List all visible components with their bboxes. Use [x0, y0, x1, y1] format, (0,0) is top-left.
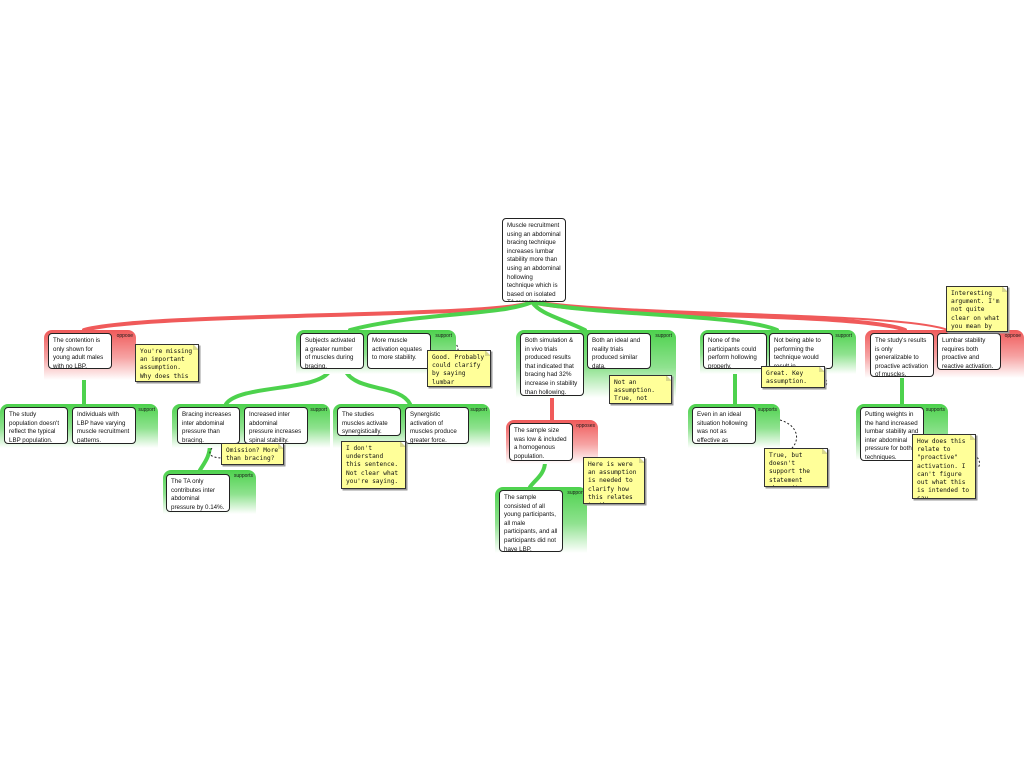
- link-subjects-to-studies: [343, 368, 412, 406]
- group-label-supports: supports: [233, 473, 253, 479]
- objection-sample-size-box[interactable]: The sample size was low & included a hom…: [509, 423, 573, 461]
- group-label-support: support: [470, 407, 487, 413]
- comment-omission-note[interactable]: Omission? More than bracing?: [221, 443, 284, 465]
- link-root-to-subjects: [348, 300, 534, 332]
- group-label-support: support: [655, 333, 672, 339]
- note-link-how: [921, 436, 981, 469]
- group-label-support: support: [835, 333, 852, 339]
- link-subjects-to-bracing: [224, 368, 332, 406]
- link-sample-to-consisted: [528, 460, 547, 489]
- group-label-opposes: opposes: [576, 423, 595, 429]
- reason-studies-muscles-box[interactable]: The studies muscles activate synergistic…: [337, 407, 401, 436]
- reason-subjects-activated-box[interactable]: Subjects activated a greater number of m…: [300, 333, 364, 369]
- objection-results-generalizable-box[interactable]: The study's results is only generalizabl…: [870, 333, 934, 377]
- group-label-supports: supports: [925, 407, 945, 413]
- group-label-support: support: [567, 490, 584, 496]
- reason-more-muscle-box[interactable]: More muscle activation equates to more s…: [367, 333, 431, 369]
- reason-even-ideal-box[interactable]: Even in an ideal situation hollowing was…: [692, 407, 756, 444]
- link-root-to-contention: [82, 300, 534, 332]
- reason-simulation-box[interactable]: Both simulation & in vivo trials produce…: [520, 333, 584, 396]
- objection-lumbar-requires-box[interactable]: Lumbar stability requires both proactive…: [937, 333, 1001, 370]
- reason-not-able-box[interactable]: Not being able to performing the techniq…: [769, 333, 833, 369]
- reason-sample-consisted-box[interactable]: The sample consisted of all young partic…: [499, 490, 563, 552]
- reason-none-participants-box[interactable]: None of the participants could perform h…: [703, 333, 767, 369]
- reason-increased-inter-box[interactable]: Increased inter abdominal pressure incre…: [244, 407, 308, 444]
- group-label-support: support: [138, 407, 155, 413]
- link-root-to-none: [530, 300, 779, 332]
- comment-here-is-note[interactable]: Here is were an assumption is needed to …: [583, 457, 645, 504]
- comment-great-key-note[interactable]: Great. Key assumption.: [761, 366, 825, 388]
- reason-synergistic-box[interactable]: Synergistic activation of muscles produc…: [405, 407, 469, 444]
- comment-how-does-note[interactable]: How does this relate to "proactive" acti…: [912, 434, 976, 499]
- comment-interesting-note[interactable]: Interesting argument. I'm not quite clea…: [946, 286, 1008, 332]
- group-label-support: support: [435, 333, 452, 339]
- link-root-to-interesting: [539, 301, 949, 331]
- objection-contention-box[interactable]: The contention is only shown for young a…: [48, 333, 112, 369]
- note-link-true: [779, 419, 798, 451]
- group-label-oppose: oppose: [116, 333, 133, 339]
- reason-ta-only-box[interactable]: The TA only contributes inter abdominal …: [166, 474, 230, 512]
- group-label-support: support: [310, 407, 327, 413]
- comment-dont-understand-note[interactable]: I don't understand this sentence. Not cl…: [341, 441, 406, 489]
- comment-good-probably-note[interactable]: Good. Probably could clarify by saying l…: [427, 350, 491, 387]
- reason-study-population-box[interactable]: The study population doesn't reflect the…: [4, 407, 68, 444]
- reason-ideal-reality-box[interactable]: Both an ideal and reality trials produce…: [587, 333, 651, 369]
- comment-true-but-note[interactable]: True, but doesn't support the statement …: [764, 448, 828, 487]
- comment-not-assumption-note[interactable]: Not an assumption. True, not really need…: [609, 375, 672, 404]
- group-label-supports: supports: [757, 407, 777, 413]
- main-contention-box[interactable]: Muscle recruitment using an abdominal br…: [502, 218, 566, 302]
- link-root-to-simulation: [530, 300, 587, 332]
- note-link-omission: [209, 447, 225, 459]
- reason-bracing-increases-box[interactable]: Bracing increases inter abdominal pressu…: [177, 407, 240, 444]
- reason-individuals-lbp-box[interactable]: Individuals with LBP have varying muscle…: [72, 407, 136, 444]
- comment-missing-assumption-note[interactable]: You're missing an important assumption. …: [135, 344, 199, 382]
- group-label-oppose: oppose: [1004, 333, 1021, 339]
